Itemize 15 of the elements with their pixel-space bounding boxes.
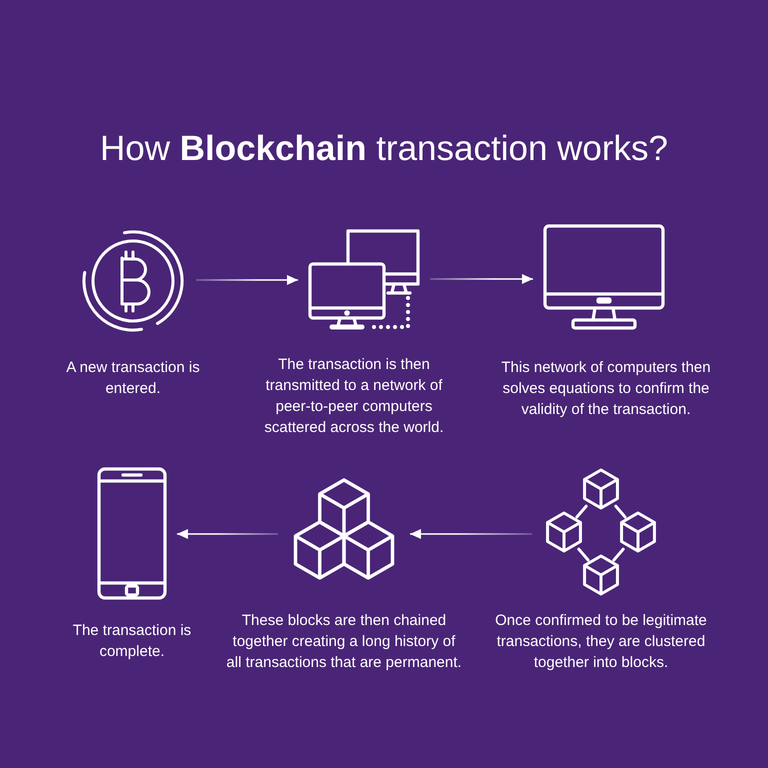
step-description: This network of computers then solves equations to confirm the validity of the transaction. [500,358,712,420]
step-description: The transaction is then transmitted to a network of peer-to-peer computers scattered across the world. [263,355,445,438]
monitor-icon [543,224,665,330]
arrow [196,275,298,285]
step-description: Once confirmed to be legitimate transactions, they are clustered together into blocks. [494,611,708,673]
step-description: A new transaction is entered. [65,358,201,399]
smartphone-icon [97,467,167,600]
arrow [177,529,278,539]
step-description: These blocks are then chained together creating a long history of all transactions that are permanent. [225,611,463,673]
step-description: The transaction is complete. [72,621,192,662]
arrow [430,274,533,284]
networked-computers-icon [308,228,420,332]
title: How Blockchain transaction works? [100,128,668,170]
arrow [410,529,532,539]
coin-icon [80,228,186,334]
